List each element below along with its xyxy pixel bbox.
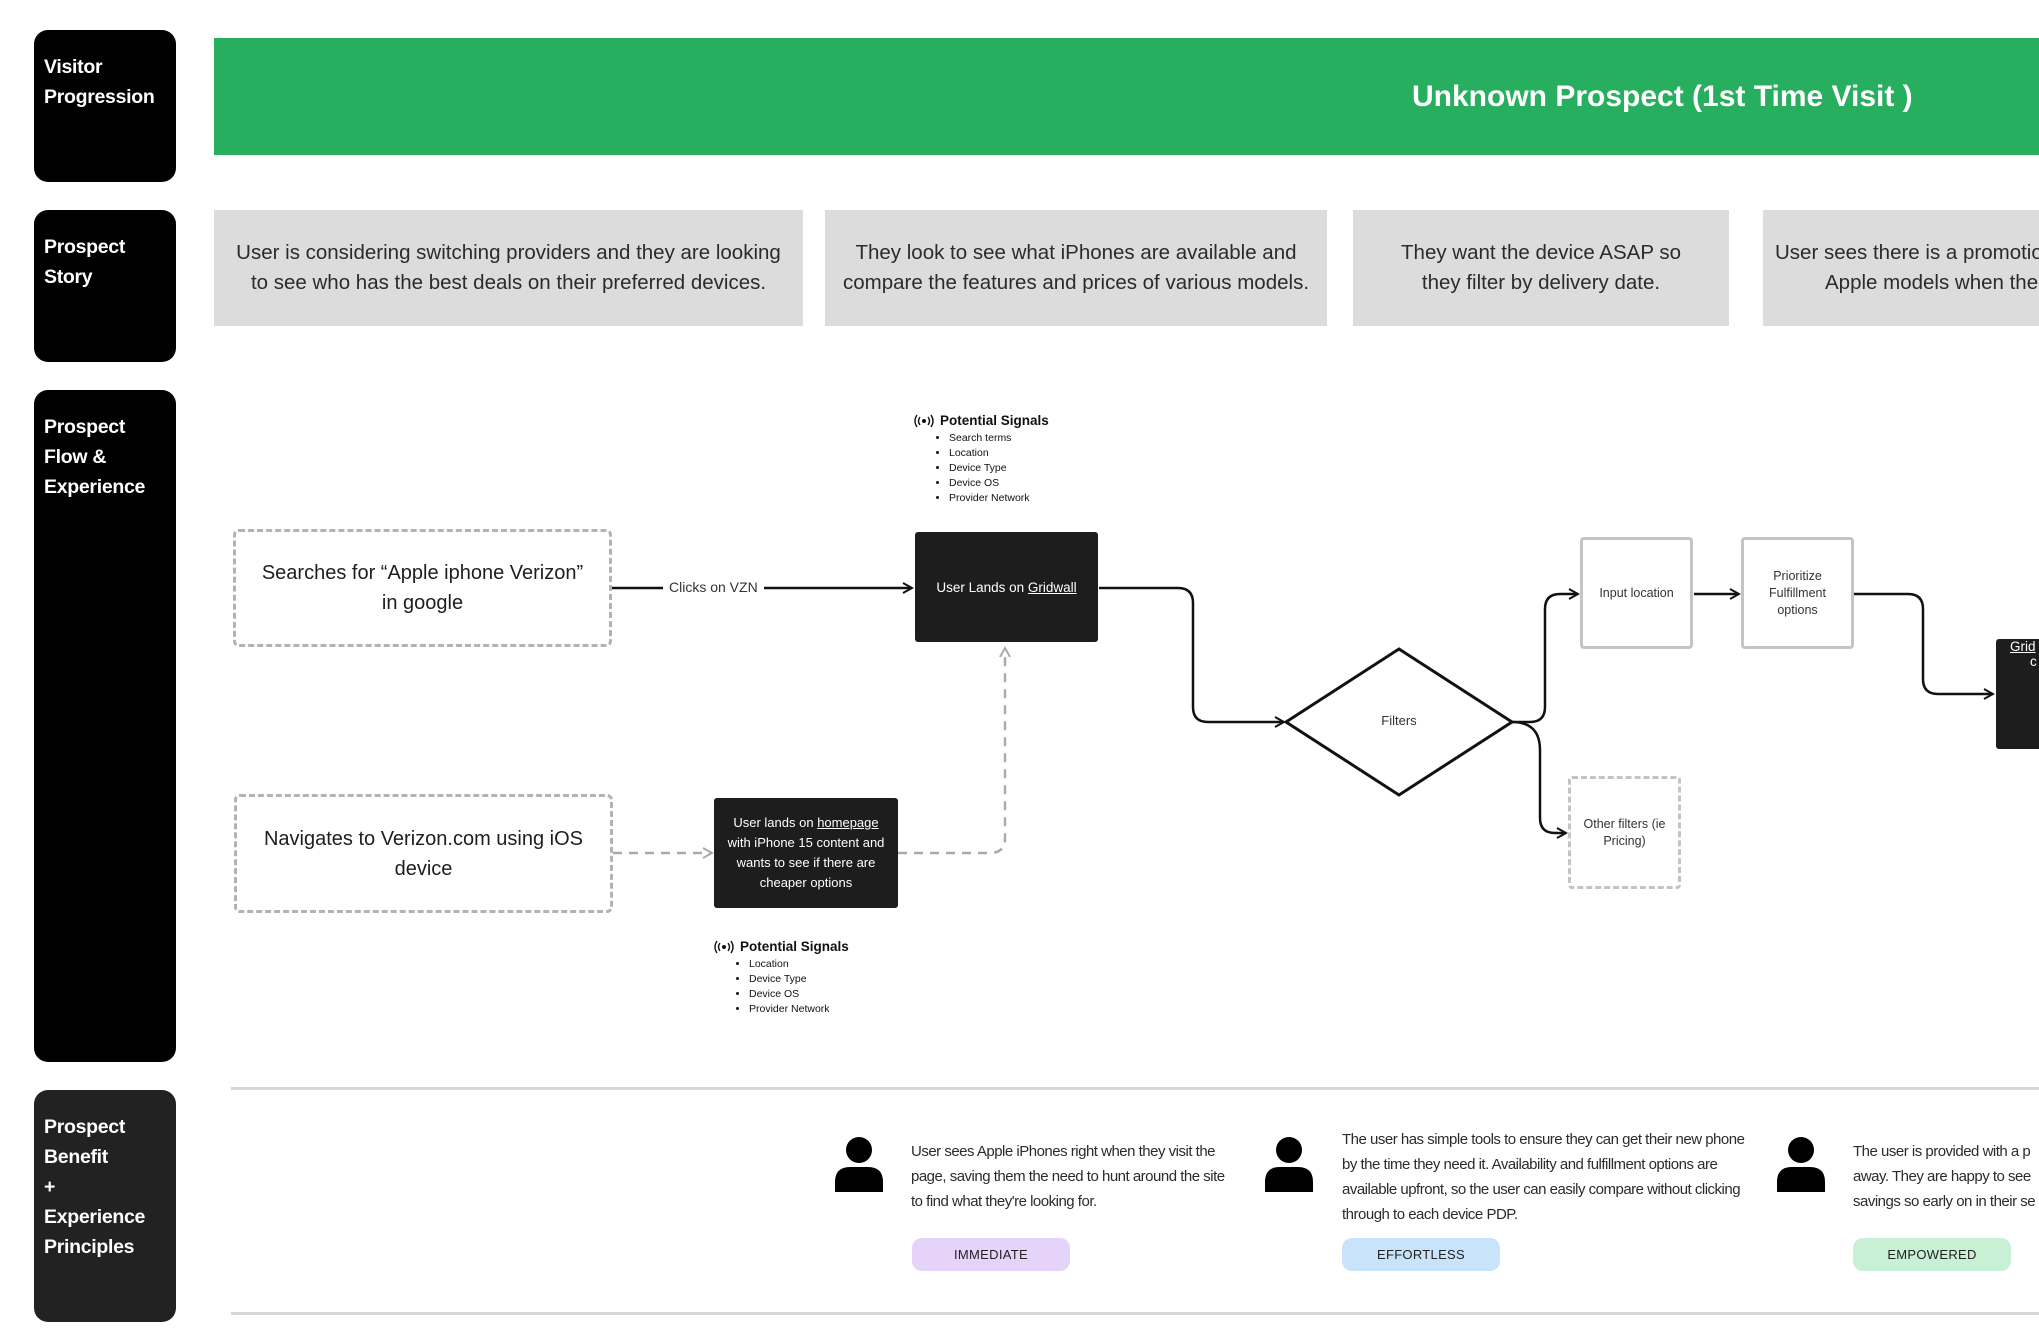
benefit-line: The user is provided with a p [1853, 1143, 2031, 1160]
signal-item: Device Type [749, 972, 849, 987]
tag-effortless: EFFORTLESS [1342, 1238, 1500, 1271]
flow-prioritize-fulfillment: Prioritize Fulfillment options [1741, 537, 1854, 649]
row-label-line: Prospect [44, 416, 126, 438]
person-icon [835, 1137, 883, 1192]
arrow-gridwall-to-filters [1099, 586, 1284, 722]
row-label-line: Principles [44, 1236, 135, 1258]
flow-search-box: Searches for “Apple iphone Verizon” in g… [233, 529, 612, 647]
homepage-link[interactable]: homepage [817, 815, 879, 830]
story-card-text: Apple models when the [1825, 271, 2039, 294]
signal-item: Device OS [749, 987, 849, 1002]
gridwall-partial-link: Grid [2010, 639, 2036, 654]
signal-item: Location [749, 957, 849, 972]
gridwall-partial-rest: c [2030, 654, 2037, 669]
homepage-rest: with iPhone 15 content and wants to see … [727, 835, 885, 890]
signal-item: Device Type [949, 461, 1049, 476]
homepage-text: User lands on homepage with iPhone 15 co… [722, 813, 890, 893]
signals-heading-text: Potential Signals [940, 413, 1049, 428]
potential-signals-bottom: Potential Signals Location Device Type D… [713, 939, 849, 1017]
arrow-filters-to-input-location [1512, 594, 1578, 724]
divider-bottom [231, 1312, 2039, 1315]
story-card-3: They want the device ASAP so they filter… [1353, 210, 1729, 326]
arrow-homepage-to-gridwall [898, 648, 1005, 855]
stage-banner [214, 38, 2039, 155]
flow-other-filters: Other filters (ie Pricing) [1568, 776, 1681, 889]
story-card-text: User sees there is a promotio [1775, 241, 2039, 264]
row-label-prospect-story: Prospect Story [34, 210, 176, 362]
tag-empowered: EMPOWERED [1853, 1238, 2011, 1271]
row-label-prospect-flow: Prospect Flow & Experience [34, 390, 176, 1062]
story-card-text: They look to see what iPhones are availa… [842, 241, 1310, 294]
signal-icon [914, 414, 934, 427]
homepage-prefix: User lands on [733, 815, 818, 830]
flow-user-lands-gridwall: User Lands on Gridwall [915, 532, 1098, 642]
signal-item: Device OS [949, 476, 1049, 491]
benefit-text-3: The user is provided with a p away. They… [1853, 1139, 2039, 1214]
flow-navigate-box: Navigates to Verizon.com using iOS devic… [234, 794, 613, 913]
other-filters-text: Other filters (ie Pricing) [1583, 816, 1666, 848]
flow-search-text: Searches for “Apple iphone Verizon” in g… [261, 562, 584, 614]
signals-heading-text: Potential Signals [740, 939, 849, 954]
row-label-visitor-progression: Visitor Progression [34, 30, 176, 182]
flow-user-lands-homepage: User lands on homepage with iPhone 15 co… [714, 798, 898, 908]
signal-item: Provider Network [749, 1002, 849, 1017]
prioritize-text: Prioritize Fulfillment options [1769, 568, 1826, 617]
story-card-1: User is considering switching providers … [214, 210, 803, 326]
flow-input-location: Input location [1580, 537, 1693, 649]
filters-diamond [1283, 647, 1515, 797]
arrow-filters-to-other-filters [1511, 720, 1566, 833]
signals-list: Location Device Type Device OS Provider … [713, 957, 849, 1017]
gridwall-link[interactable]: Gridwall [1027, 579, 1077, 595]
signals-heading: Potential Signals [713, 939, 849, 954]
row-label-line: Experience [44, 1206, 146, 1228]
filters-label: Filters [1381, 713, 1417, 728]
flow-navigate-text: Navigates to Verizon.com using iOS devic… [263, 827, 584, 880]
person-icon [1777, 1137, 1825, 1192]
potential-signals-top: Potential Signals Search terms Location … [913, 413, 1049, 506]
benefit-line: away. They are happy to see [1853, 1168, 2031, 1185]
story-card-text: User is considering switching providers … [236, 241, 781, 294]
signal-item: Location [949, 446, 1049, 461]
gridwall-text: User Lands on Gridwall [936, 580, 1076, 595]
row-label-line: Prospect [44, 236, 126, 258]
tag-immediate: IMMEDIATE [912, 1238, 1070, 1271]
row-label-line: Visitor [44, 56, 103, 78]
row-label-line: Story [44, 266, 93, 288]
row-label-line: Prospect [44, 1116, 126, 1138]
flow-gridwall-partial: Grid c [1996, 639, 2039, 749]
story-card-text: They want the device ASAP so they filter… [1401, 241, 1681, 294]
signal-item: Search terms [949, 431, 1049, 446]
input-location-text: Input location [1599, 585, 1674, 600]
signals-list: Search terms Location Device Type Device… [913, 431, 1049, 506]
story-card-4: User sees there is a promotio Apple mode… [1763, 210, 2039, 326]
row-label-line: Flow & [44, 446, 107, 468]
row-label-line: Progression [44, 86, 155, 108]
person-icon [1265, 1137, 1313, 1192]
benefit-text-2: The user has simple tools to ensure they… [1342, 1131, 1745, 1223]
row-label-line: Experience [44, 476, 146, 498]
signal-item: Provider Network [949, 491, 1049, 506]
signals-heading: Potential Signals [913, 413, 1049, 428]
benefit-text-1: User sees Apple iPhones right when they … [911, 1143, 1225, 1210]
clicks-label: Clicks on VZN [663, 579, 764, 595]
divider-top [231, 1087, 2039, 1090]
signal-icon [714, 940, 734, 953]
row-label-line: + [44, 1176, 56, 1198]
arrow-prioritize-to-gridwall [1854, 592, 1993, 694]
stage-banner-title: Unknown Prospect (1st Time Visit ) [1412, 80, 1913, 113]
row-label-prospect-benefit: Prospect Benefit + Experience Principles [34, 1090, 176, 1322]
story-card-2: They look to see what iPhones are availa… [825, 210, 1327, 326]
benefit-line: savings so early on in their se [1853, 1193, 2036, 1210]
gridwall-prefix: User Lands on [936, 579, 1028, 595]
row-label-line: Benefit [44, 1146, 108, 1168]
